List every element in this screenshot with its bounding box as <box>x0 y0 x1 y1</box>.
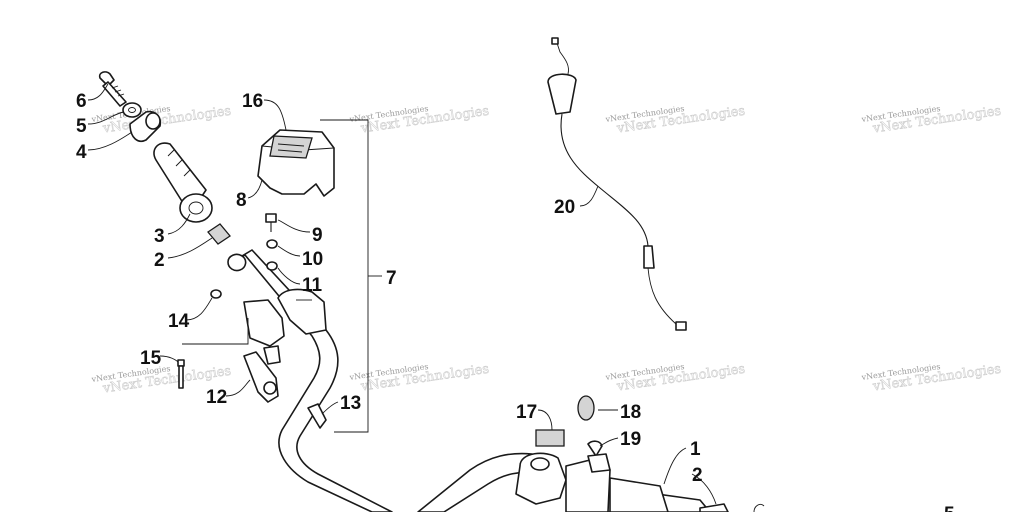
throttle-lever-part-12 <box>243 351 279 403</box>
callout-10: 10 <box>302 249 323 270</box>
callout-13: 13 <box>340 393 361 414</box>
watermark-3: vNext Technologies vNext Technologies <box>604 103 746 137</box>
callout-17: 17 <box>516 402 537 423</box>
housing-lower <box>243 299 285 365</box>
watermark-7: vNext Technologies vNext Technologies <box>604 361 746 395</box>
watermark-8: vNext Technologies vNext Technologies <box>860 361 1002 395</box>
callout-20: 20 <box>554 197 575 218</box>
callout-7: 7 <box>386 268 397 289</box>
right-control-group <box>515 395 765 512</box>
washer-part-5 <box>122 102 142 118</box>
housing-upper <box>277 288 327 335</box>
watermark-2: vNext Technologies vNext Technologies <box>348 103 490 137</box>
clip-part-19 <box>587 440 603 457</box>
watermark-6: vNext Technologies vNext Technologies <box>348 361 490 395</box>
callout-8: 8 <box>236 190 247 211</box>
sleeve-part-2 <box>207 223 231 245</box>
washer-part-18 <box>577 395 595 421</box>
callout-6: 6 <box>76 91 87 112</box>
throttle-cable-part-20 <box>547 37 687 331</box>
callout-2-right: 2 <box>692 465 703 486</box>
callouts: 6 5 4 3 2 16 8 9 10 11 7 14 15 12 13 20 … <box>76 91 955 512</box>
sleeve-part-2-right <box>699 503 765 512</box>
callout-5-right: 5 <box>944 504 955 512</box>
end-cap-part-4 <box>129 110 162 142</box>
nut-part-14 <box>210 289 222 299</box>
lockwasher-part-10 <box>266 239 278 249</box>
grip-part-1 <box>609 477 669 512</box>
grip-assembly <box>98 71 231 245</box>
washer-part-11 <box>266 261 278 271</box>
cover-part-8 <box>257 129 335 197</box>
callout-16: 16 <box>242 91 263 112</box>
callout-11: 11 <box>302 275 323 296</box>
callout-1: 1 <box>690 439 701 460</box>
callout-3: 3 <box>154 226 165 247</box>
switch-housing <box>515 452 611 512</box>
grip-part-3 <box>153 142 213 223</box>
callout-2-left: 2 <box>154 250 165 271</box>
watermark-4: vNext Technologies vNext Technologies <box>860 103 1002 137</box>
watermarks: vNext Technologies vNext Technologies vN… <box>90 103 1002 397</box>
callout-18: 18 <box>620 402 641 423</box>
screw-part-13 <box>307 403 327 429</box>
decal-part-17 <box>535 429 565 447</box>
callout-4: 4 <box>76 142 87 163</box>
callout-9: 9 <box>312 225 323 246</box>
callout-12: 12 <box>206 387 227 408</box>
callout-14: 14 <box>168 311 190 332</box>
callout-15: 15 <box>140 348 162 369</box>
bolt-part-6 <box>98 71 127 107</box>
screw-part-9 <box>265 213 277 232</box>
leader-lines <box>87 83 717 505</box>
throttle-case-group <box>177 129 335 429</box>
screw-part-15 <box>177 359 185 389</box>
callout-5-left: 5 <box>76 116 87 137</box>
callout-19: 19 <box>620 429 641 450</box>
